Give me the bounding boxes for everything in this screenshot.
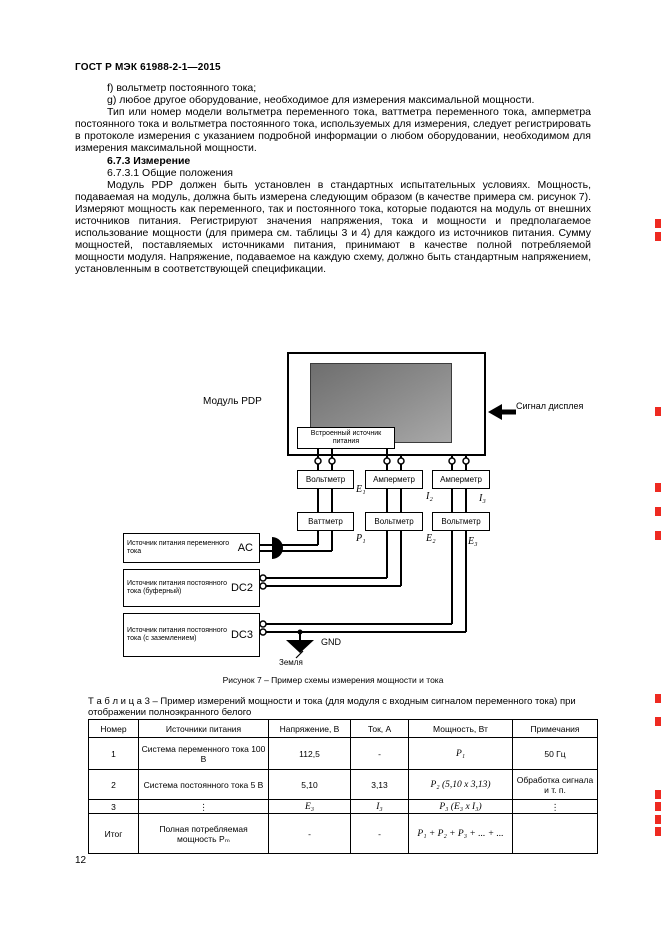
gnd-label: GND: [321, 637, 341, 647]
terminal-circles: [259, 457, 470, 636]
builtin-power-supply-box: Встроенный источник питания: [297, 427, 395, 449]
table-row-total: Итог Полная потребляемая мощность Pₘ - -…: [88, 813, 598, 854]
col-header-voltage: Напряжение, В: [268, 719, 351, 738]
junction-dot: [297, 629, 303, 635]
table-cell: ⋮: [512, 799, 598, 814]
red-edge-mark: [655, 531, 661, 540]
table-cell: P₁ + P₂ + P₃ + ... + ...: [408, 813, 513, 854]
red-edge-mark: [655, 407, 661, 416]
dc2-source-box: Источник питания постоянного тока (буфер…: [123, 569, 260, 607]
i3-variable-label: I₃: [479, 493, 486, 504]
table-cell: 3,13: [350, 769, 409, 800]
table-cell: I₃: [350, 799, 409, 814]
voltmeter-e3-box: Вольтметр: [432, 512, 490, 531]
dc2-source-tag: DC2: [230, 582, 253, 594]
table-3: Номер Источники питания Напряжение, В То…: [88, 719, 598, 854]
table-cell: [512, 813, 598, 854]
subsection-heading-6731: 6.7.3.1 Общие положения: [107, 166, 233, 179]
wattmeter-p1-box: Ваттметр: [297, 512, 354, 531]
ac-source-label: Источник питания переменного тока: [127, 539, 230, 556]
ac-plug-icon: [272, 537, 283, 559]
red-edge-mark: [655, 507, 661, 516]
table-row: 3 ⋮ E₃ I₃ P₃ (E₃ x I₃) ⋮: [88, 799, 598, 814]
red-edge-mark: [655, 717, 661, 726]
display-signal-label: Сигнал дисплея: [516, 401, 584, 411]
list-item-f: f) вольтметр постоянного тока;: [107, 82, 257, 94]
table-cell: ⋮: [138, 799, 269, 814]
table-header-row: Номер Источники питания Напряжение, В То…: [88, 719, 598, 738]
e3-variable-label: E₃: [468, 536, 478, 547]
figure-caption: Рисунок 7 – Пример схемы измерения мощно…: [222, 675, 444, 685]
ac-source-box: Источник питания переменного тока AC: [123, 533, 260, 563]
list-item-g: g) любое другое оборудование, необходимо…: [107, 94, 535, 107]
col-header-power: Мощность, Вт: [408, 719, 513, 738]
table-cell: -: [350, 813, 409, 854]
standard-number-header: ГОСТ Р МЭК 61988-2-1—2015: [75, 62, 221, 73]
table-cell: Система постоянного тока 5 В: [138, 769, 269, 800]
table-cell: 3: [88, 799, 139, 814]
table-cell: P₂ (5,10 x 3,13): [408, 769, 513, 800]
ammeter-i3-box: Амперметр: [432, 470, 490, 489]
col-header-number: Номер: [88, 719, 139, 738]
red-edge-mark: [655, 790, 661, 799]
paragraph-measurement-procedure: Модуль PDP должен быть установлен в стан…: [75, 178, 591, 276]
table-cell: 1: [88, 737, 139, 770]
table-cell: P₁: [408, 737, 513, 770]
section-heading-673: 6.7.3 Измерение: [107, 154, 191, 167]
body-text: f) вольтметр постоянного тока; g) любое …: [75, 82, 591, 276]
voltmeter-e2-box: Вольтметр: [365, 512, 423, 531]
ammeter-i2-box: Амперметр: [365, 470, 423, 489]
red-edge-mark: [655, 827, 661, 836]
table-cell: -: [350, 737, 409, 770]
earth-leader-line: [295, 650, 304, 659]
dc3-source-label: Источник питания постоянного тока (с заз…: [127, 626, 227, 643]
table-cell: P₃ (E₃ x I₃): [408, 799, 513, 814]
table-cell: -: [268, 813, 351, 854]
i2-variable-label: I₂: [426, 491, 433, 502]
table-3-title: Т а б л и ц а 3 – Пример измерений мощно…: [88, 696, 576, 718]
table-cell: E₃: [268, 799, 351, 814]
paragraph-equipment-registration: Тип или номер модели вольтметра переменн…: [75, 106, 591, 155]
dc3-source-box: Источник питания постоянного тока (с заз…: [123, 613, 260, 657]
table-cell: Итог: [88, 813, 139, 854]
module-label: Модуль PDP: [203, 396, 262, 407]
voltmeter-e1-box: Вольтметр: [297, 470, 354, 489]
table-cell: 2: [88, 769, 139, 800]
ac-source-tag: AC: [237, 542, 253, 554]
table-cell: Система переменного тока 100 В: [138, 737, 269, 770]
red-edge-mark: [655, 815, 661, 824]
display-signal-arrow-icon: [488, 404, 516, 420]
wire-paths: [260, 449, 467, 640]
earth-label: Земля: [279, 658, 303, 667]
red-edge-mark: [655, 219, 661, 228]
p1-variable-label: P₁: [356, 533, 366, 544]
col-header-sources: Источники питания: [138, 719, 269, 738]
table-row: 1 Система переменного тока 100 В 112,5 -…: [88, 737, 598, 770]
table-cell: Обработка сигнала и т. п.: [512, 769, 598, 800]
table-cell: 112,5: [268, 737, 351, 770]
circuit-wires: [259, 404, 516, 659]
table-row: 2 Система постоянного тока 5 В 5,10 3,13…: [88, 769, 598, 800]
red-edge-mark: [655, 694, 661, 703]
e1-variable-label: E₁: [356, 484, 366, 495]
table-cell: Полная потребляемая мощность Pₘ: [138, 813, 269, 854]
figure-7-diagram: Встроенный источник питания Модуль PDP С…: [0, 340, 661, 676]
col-header-notes: Примечания: [512, 719, 598, 738]
table-cell: 5,10: [268, 769, 351, 800]
e2-variable-label: E₂: [426, 533, 436, 544]
page-number: 12: [75, 855, 87, 866]
table-cell: 50 Гц: [512, 737, 598, 770]
red-edge-mark: [655, 483, 661, 492]
ground-symbol-icon: [286, 640, 314, 653]
dc2-source-label: Источник питания постоянного тока (буфер…: [127, 579, 227, 596]
red-edge-mark: [655, 802, 661, 811]
col-header-current: Ток, А: [350, 719, 409, 738]
red-edge-mark: [655, 232, 661, 241]
dc3-source-tag: DC3: [230, 629, 253, 641]
